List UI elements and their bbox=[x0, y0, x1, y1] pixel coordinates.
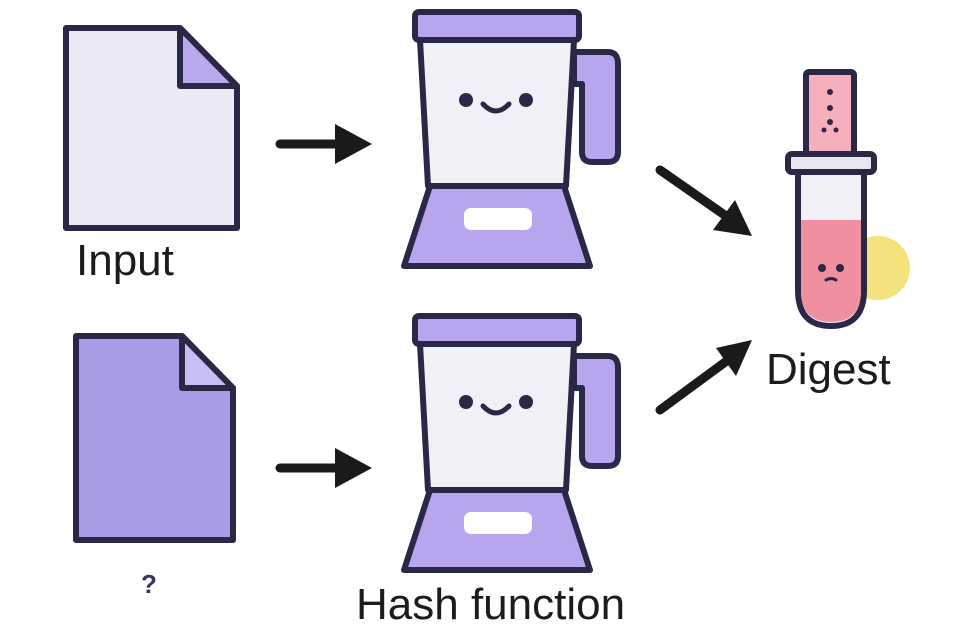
arrow-right-icon bbox=[275, 124, 372, 164]
blender-icon bbox=[401, 313, 621, 573]
unknown-input-label: ? bbox=[141, 569, 157, 599]
arrow-right-icon bbox=[275, 448, 372, 488]
input-document-icon bbox=[63, 25, 240, 231]
blender-icon bbox=[401, 9, 621, 269]
digest-label: Digest bbox=[766, 345, 891, 394]
arrow-diagonal-icon bbox=[655, 165, 752, 236]
input-label: Input bbox=[76, 236, 174, 285]
arrow-diagonal-icon bbox=[655, 340, 752, 415]
test-tube-icon bbox=[785, 69, 910, 329]
unknown-document-icon bbox=[73, 333, 236, 543]
hash-function-label: Hash function bbox=[356, 580, 626, 629]
